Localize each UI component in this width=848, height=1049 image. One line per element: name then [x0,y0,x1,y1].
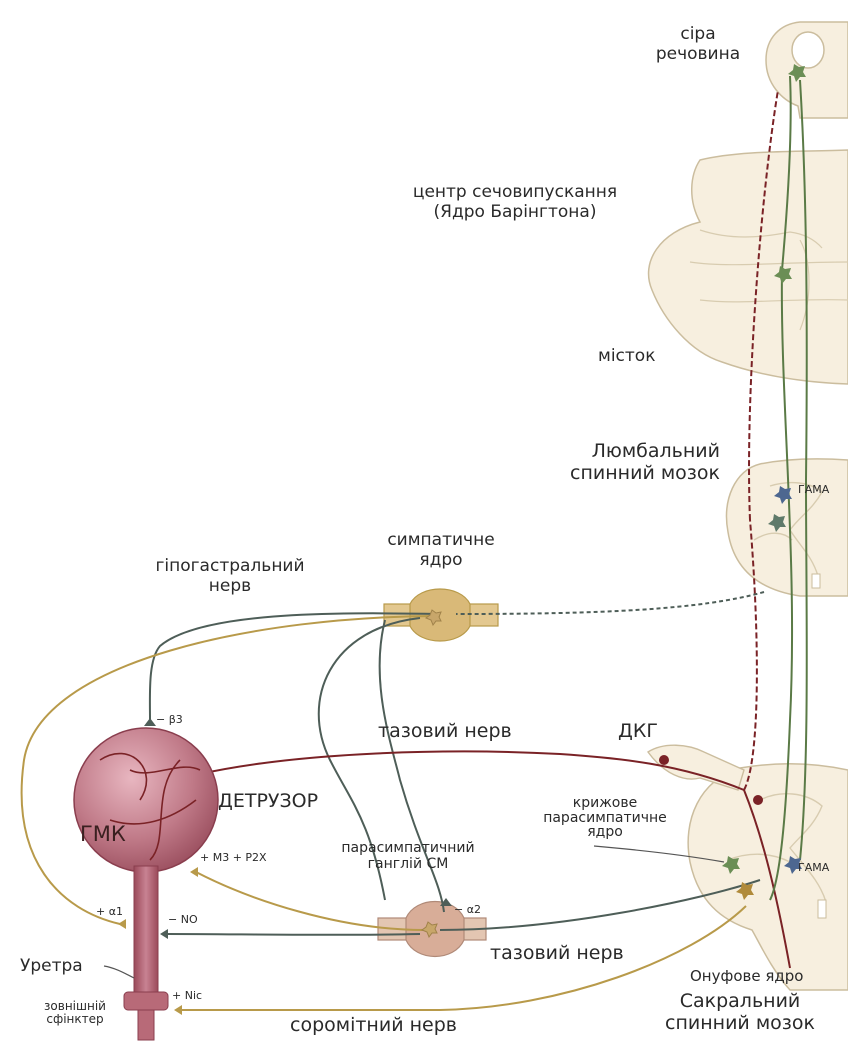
label-pelvic-nerve-top: тазовий нерв [378,720,512,742]
label-onuf-nucleus: Онуфове ядро [690,968,803,986]
receptor-alpha1: + α1 [96,906,123,919]
label-gaba-sacral: ГАМА [798,862,829,875]
sacral-cord-section [688,764,848,990]
sympathetic-ganglion [384,589,498,641]
drg-ganglion [648,745,744,790]
label-pons: місток [598,346,655,366]
central-canal [792,32,824,68]
receptor-alpha2: − α2 [454,904,481,917]
label-micturition-center: центр сечовипускання(Ядро Барінгтона) [380,182,650,222]
receptor-no: − NO [168,914,198,927]
label-urethra: Уретра [20,956,83,976]
sphincter-shape [124,992,168,1010]
label-pudendal-nerve: соромітний нерв [290,1014,457,1036]
receptor-m3-p2x: + M3 + P2X [200,852,267,865]
label-pelvic-nerve-bottom: тазовий нерв [490,942,624,964]
label-gaba-lumbar: ГАМА [798,484,829,497]
label-drg: ДКГ [618,720,658,742]
receptor-nic: + Nic [172,990,202,1003]
label-smc: ГМК [80,822,126,847]
receptor-beta3: − β3 [156,714,183,727]
label-detrusor: ДЕТРУЗОР [218,790,318,812]
top-cord-section [766,22,848,118]
pons-structure [649,150,848,384]
